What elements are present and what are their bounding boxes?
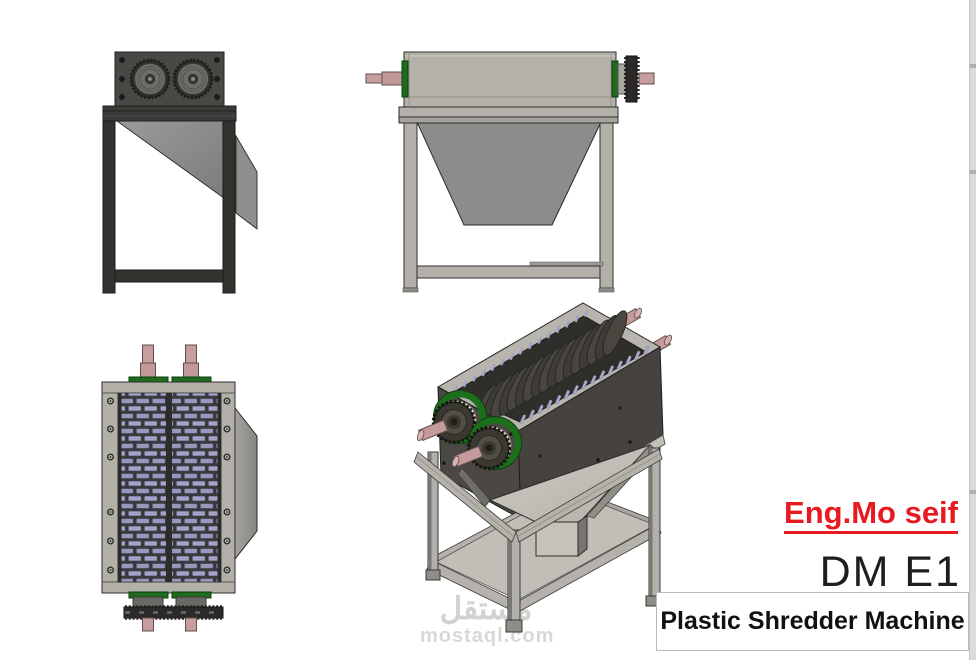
cutter-spacer: [546, 331, 552, 339]
scrollbar-track[interactable]: [969, 0, 976, 660]
scrollbar-mark: [970, 64, 976, 68]
isometric-view: [413, 302, 673, 633]
cutter-spacer: [572, 385, 579, 395]
top-view-drive-assembly: [123, 591, 224, 632]
iso-cutter-discs: [453, 309, 650, 430]
cutter-spacer: [520, 414, 526, 424]
cutter-spacer: [583, 309, 589, 317]
cutter-spacer: [537, 404, 544, 414]
cutter-spacer: [528, 409, 535, 419]
iso-housing: [436, 302, 666, 529]
cutter-spacer: [608, 365, 614, 375]
top-view-rail-bolts: [106, 397, 231, 574]
frame-bolt-center: [109, 428, 112, 430]
front-view-stand: [398, 106, 619, 293]
frame-bolt-center: [109, 569, 112, 571]
top-view-blade-rotors: [117, 392, 222, 583]
housing-bolts: [119, 57, 220, 100]
front-view-body: [403, 51, 617, 108]
frame-bolt-center: [109, 400, 112, 402]
scrollbar-mark: [970, 490, 976, 494]
cutter-spacer: [537, 336, 542, 344]
front-view-right-drive: [611, 55, 655, 103]
front-view-hopper: [416, 121, 602, 226]
cutter-spacer: [599, 370, 606, 380]
frame-bolt-center: [226, 569, 228, 571]
cutter-spacer: [634, 350, 641, 360]
cutter-spacer: [565, 320, 570, 328]
top-plan-view: [101, 344, 258, 632]
cutter-spacer: [616, 360, 623, 370]
cutter-spacer: [490, 363, 496, 371]
frame-bolt-center: [226, 428, 228, 430]
top-view-upper-shafts: [128, 344, 212, 385]
cutter-spacer: [481, 369, 487, 377]
side-view-stand: [102, 105, 237, 294]
roller-end-right: [172, 58, 214, 100]
cutter-spacer: [556, 326, 561, 334]
frame-bolt-center: [226, 456, 228, 458]
pulley-shaft: [417, 419, 449, 442]
side-elevation-view: [102, 51, 258, 294]
frame-bolt-center: [109, 456, 112, 458]
iso-pulley-assemblies: [416, 390, 522, 471]
cutter-spacer: [472, 374, 477, 382]
pulley-shaft: [452, 445, 484, 468]
cutter-spacer: [555, 394, 562, 404]
cutter-spacer: [564, 389, 570, 400]
frame-bolt-center: [226, 511, 228, 513]
cutter-disc: [602, 310, 628, 356]
cutter-spacer: [518, 347, 524, 355]
cutter-spacer: [500, 358, 505, 366]
cutter-spacer: [463, 380, 468, 388]
frame-bolt-center: [109, 540, 112, 542]
pulley-assembly: [416, 390, 487, 445]
side-view-chute: [115, 120, 258, 230]
frame-bolt-center: [226, 400, 228, 402]
front-view-left-shaft: [365, 60, 409, 98]
roller-end-left: [129, 58, 171, 100]
cutter-spacer: [643, 345, 650, 355]
frame-bolt-center: [226, 540, 228, 542]
cutter-spacer: [546, 399, 553, 409]
cutter-spacer: [590, 375, 597, 385]
cutter-spacer: [509, 353, 515, 361]
front-elevation-view: [365, 51, 655, 293]
side-view-housing: [114, 51, 225, 107]
iso-stand-front: [413, 447, 663, 633]
scrollbar-mark: [970, 170, 976, 174]
cutter-spacer: [625, 355, 632, 365]
cutter-spacer: [574, 315, 580, 323]
cutter-spacer: [528, 342, 533, 350]
pulley-assembly: [451, 416, 522, 471]
cutter-spacer: [581, 380, 588, 390]
frame-bolt-center: [109, 511, 112, 513]
top-view-discharge-panel: [234, 406, 258, 561]
